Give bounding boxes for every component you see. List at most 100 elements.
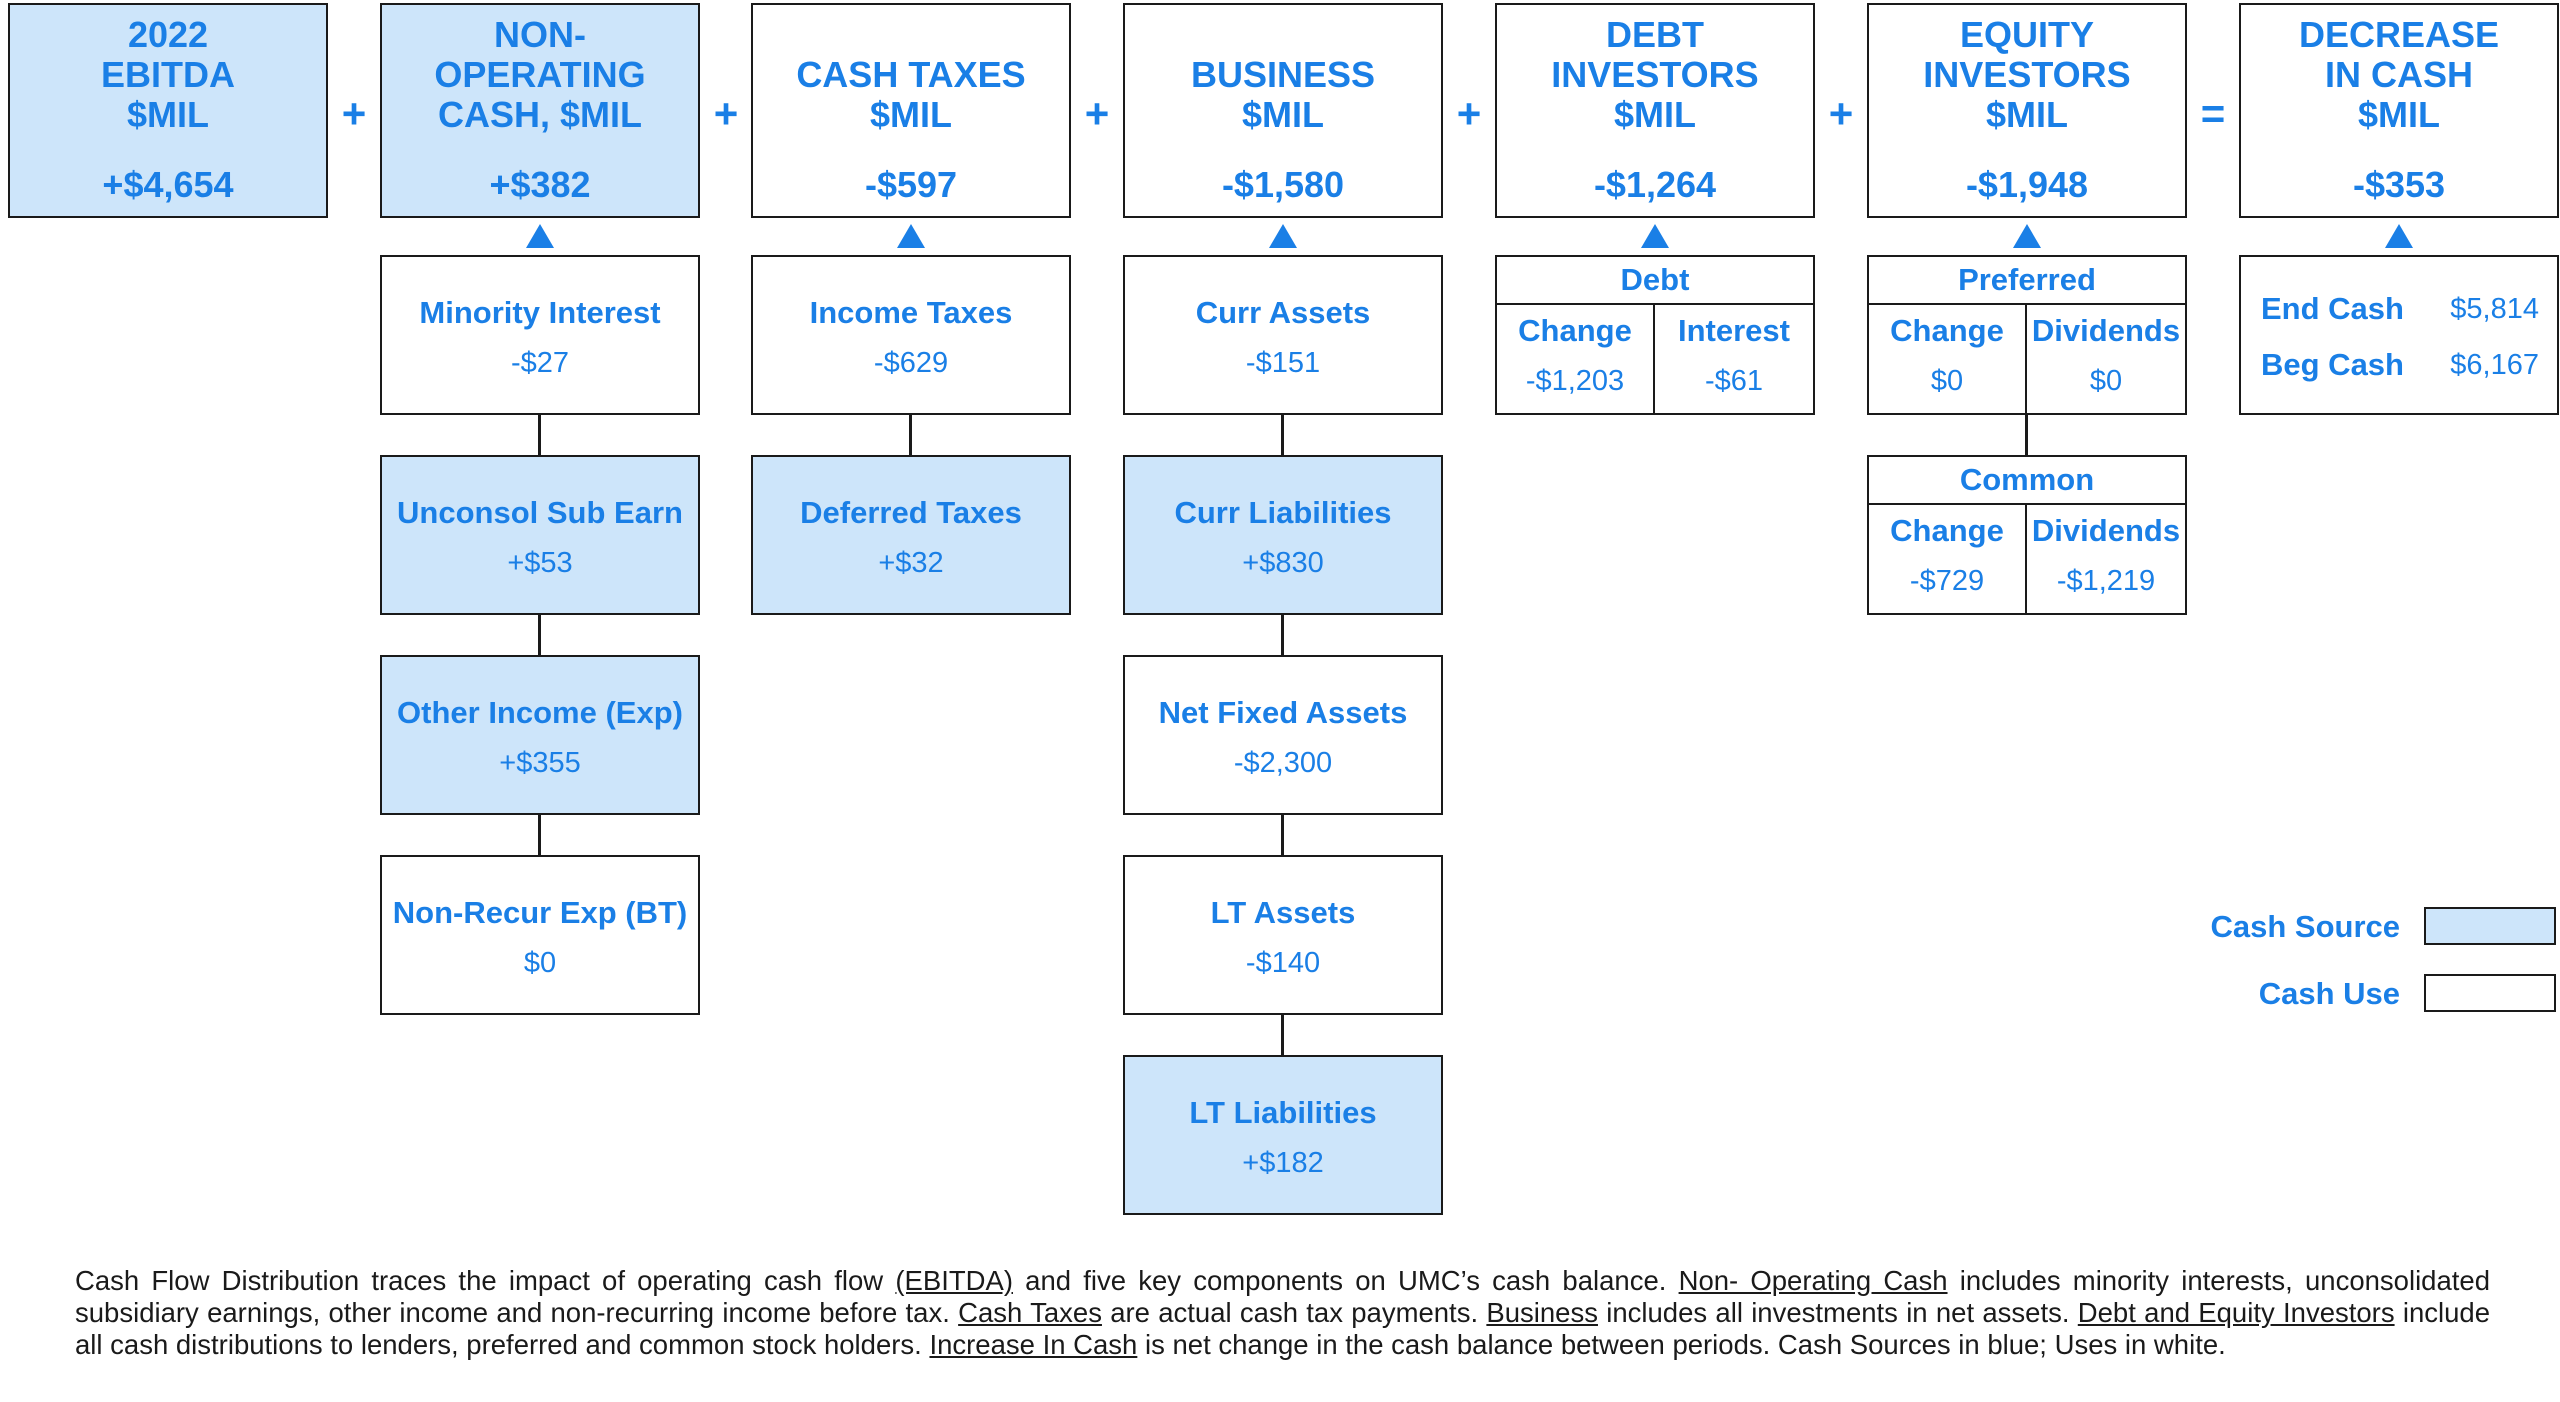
deferred-taxes-box: Deferred Taxes +$32: [751, 455, 1071, 615]
plus-operator: +: [341, 90, 367, 137]
taxes-title: CASH TAXES $MIL: [796, 54, 1026, 135]
footnote-text: Cash Flow Distribution traces the impact…: [75, 1265, 896, 1296]
legend-source-label: Cash Source: [2210, 909, 2400, 944]
footnote-text: include all cash distributions to lender…: [75, 1297, 2490, 1360]
connector-line: [2025, 413, 2028, 456]
footnote-term: Business: [1486, 1297, 1598, 1328]
item-label: Curr Assets: [1195, 295, 1371, 330]
end-cash-label: End Cash: [2261, 291, 2404, 326]
legend-source-swatch: [2424, 907, 2556, 945]
debt-header-box: DEBT INVESTORS $MIL -$1,264: [1495, 3, 1815, 218]
item-label: LT Assets: [1210, 895, 1356, 930]
plus-operator: +: [1456, 90, 1482, 137]
cash-title: DECREASE IN CASH $MIL: [2298, 14, 2500, 135]
item-label: Deferred Taxes: [800, 495, 1022, 530]
debt-change-col: Change -$1,203: [1497, 303, 1655, 413]
lt-liabilities-box: LT Liabilities +$182: [1123, 1055, 1443, 1215]
common-dividends-col: Dividends -$1,219: [2027, 503, 2185, 613]
end-cash-row: End Cash $5,814: [2241, 289, 2557, 329]
item-value: +$53: [507, 547, 573, 579]
item-value: -$629: [873, 347, 949, 379]
debt-interest-col: Interest -$61: [1655, 303, 1813, 413]
business-title: BUSINESS $MIL: [1190, 54, 1376, 135]
end-cash-value: $5,814: [2450, 293, 2539, 325]
up-arrow-icon: [1269, 224, 1297, 248]
col-label: Dividends: [2031, 313, 2181, 348]
beg-cash-row: Beg Cash $6,167: [2241, 345, 2557, 385]
connector-line: [538, 813, 541, 856]
col-label: Change: [1518, 313, 1632, 348]
non-recur-exp-box: Non-Recur Exp (BT) $0: [380, 855, 700, 1015]
item-value: +$830: [1242, 547, 1324, 579]
footnote-term: (EBITDA): [895, 1265, 1013, 1296]
debt-title: DEBT INVESTORS $MIL: [1551, 14, 1759, 135]
taxes-value: -$597: [864, 164, 958, 205]
item-value: -$2,300: [1233, 747, 1333, 779]
common-detail-header: Common: [1869, 457, 2185, 505]
connector-line: [1281, 813, 1284, 856]
item-value: $0: [523, 947, 557, 979]
footnote: Cash Flow Distribution traces the impact…: [75, 1265, 2490, 1361]
connector-line: [1281, 413, 1284, 456]
common-change-col: Change -$729: [1869, 503, 2027, 613]
debt-detail-header: Debt: [1497, 257, 1813, 305]
beg-cash-label: Beg Cash: [2261, 347, 2404, 382]
business-header-box: BUSINESS $MIL -$1,580: [1123, 3, 1443, 218]
item-value: +$355: [499, 747, 581, 779]
connector-line: [1281, 613, 1284, 656]
col-value: $0: [1930, 365, 1964, 397]
net-fixed-assets-box: Net Fixed Assets -$2,300: [1123, 655, 1443, 815]
item-value: -$151: [1245, 347, 1321, 379]
legend-use-label: Cash Use: [2258, 976, 2400, 1011]
item-label: LT Liabilities: [1189, 1095, 1377, 1130]
footnote-text: is net change in the cash balance betwee…: [1137, 1329, 2226, 1360]
preferred-dividends-col: Dividends $0: [2027, 303, 2185, 413]
other-income-box: Other Income (Exp) +$355: [380, 655, 700, 815]
col-label: Change: [1890, 313, 2004, 348]
item-value: +$182: [1242, 1147, 1324, 1179]
preferred-change-col: Change $0: [1869, 303, 2027, 413]
connector-line: [538, 413, 541, 456]
footnote-text: includes all investments in net assets.: [1597, 1297, 2078, 1328]
footnote-term: Increase In Cash: [929, 1329, 1138, 1360]
cash-detail-box: End Cash $5,814 Beg Cash $6,167: [2239, 255, 2559, 415]
footnote-term: Non- Operating Cash: [1678, 1265, 1948, 1296]
up-arrow-icon: [1641, 224, 1669, 248]
cash-value: -$353: [2352, 164, 2446, 205]
curr-assets-box: Curr Assets -$151: [1123, 255, 1443, 415]
plus-operator: +: [1828, 90, 1854, 137]
lt-assets-box: LT Assets -$140: [1123, 855, 1443, 1015]
footnote-term: Cash Taxes: [958, 1297, 1102, 1328]
col-value: $0: [2089, 365, 2123, 397]
minority-interest-box: Minority Interest -$27: [380, 255, 700, 415]
ebitda-title: 2022 EBITDA $MIL: [101, 14, 235, 135]
beg-cash-value: $6,167: [2450, 349, 2539, 381]
up-arrow-icon: [2013, 224, 2041, 248]
up-arrow-icon: [2385, 224, 2413, 248]
equity-value: -$1,948: [1965, 164, 2089, 205]
preferred-detail-box: Preferred Change $0 Dividends $0: [1867, 255, 2187, 415]
income-taxes-box: Income Taxes -$629: [751, 255, 1071, 415]
item-label: Unconsol Sub Earn: [397, 495, 683, 530]
item-value: -$140: [1245, 947, 1321, 979]
item-label: Other Income (Exp): [397, 695, 683, 730]
footnote-term: Debt and Equity Investors: [2077, 1297, 2395, 1328]
item-value: +$32: [878, 547, 944, 579]
item-label: Income Taxes: [809, 295, 1013, 330]
footnote-text: and five key components on UMC’s cash ba…: [1013, 1265, 1679, 1296]
col-label: Change: [1890, 513, 2004, 548]
footnote-text: are actual cash tax payments.: [1101, 1297, 1487, 1328]
ebitda-value: +$4,654: [102, 164, 234, 205]
up-arrow-icon: [897, 224, 925, 248]
connector-line: [909, 413, 912, 456]
nonop-title: NON- OPERATING CASH, $MIL: [434, 14, 646, 135]
equals-operator: =: [2200, 90, 2226, 137]
col-label: Interest: [1678, 313, 1790, 348]
col-value: -$1,203: [1525, 365, 1625, 397]
plus-operator: +: [713, 90, 739, 137]
up-arrow-icon: [526, 224, 554, 248]
col-value: -$61: [1704, 365, 1764, 397]
plus-operator: +: [1084, 90, 1110, 137]
item-value: -$27: [510, 347, 570, 379]
preferred-detail-header: Preferred: [1869, 257, 2185, 305]
